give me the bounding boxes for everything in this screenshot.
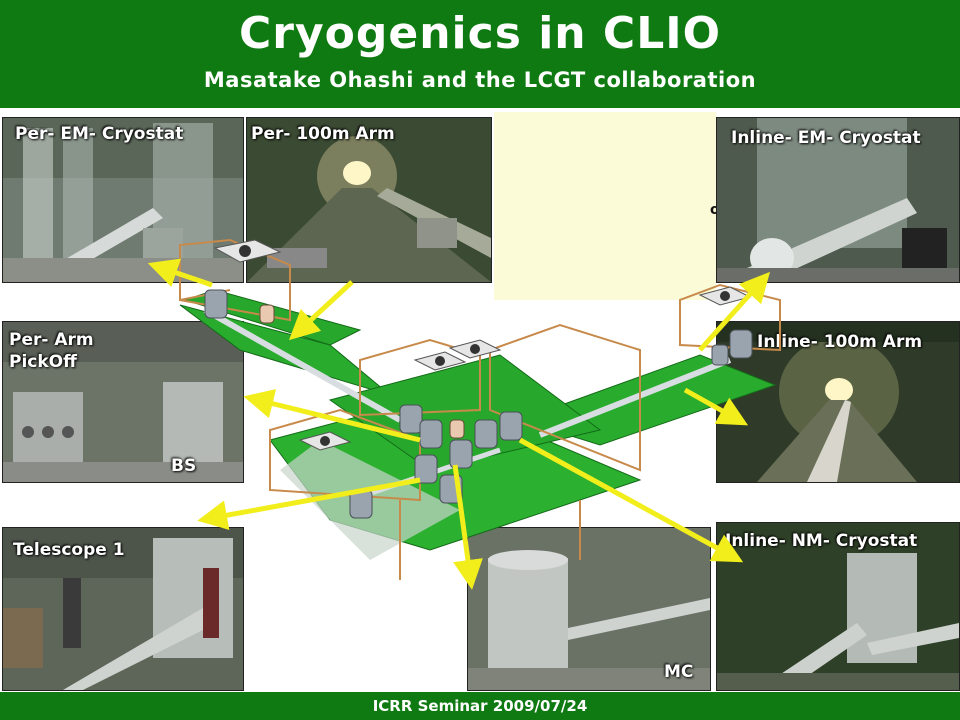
photo-telescope-1: Telescope 1 xyxy=(2,527,244,691)
label-inline-em-cryostat: Inline- EM- Cryostat xyxy=(731,128,921,148)
photo-mc: MC xyxy=(467,527,711,691)
label-telescope-1: Telescope 1 xyxy=(13,540,125,560)
footer-bar: ICRR Seminar 2009/07/24 xyxy=(0,692,960,720)
label-per-em-cryostat: Per- EM- Cryostat xyxy=(15,124,184,144)
label-inline-100m-arm: Inline- 100m Arm xyxy=(757,332,923,352)
photo-inline-nm-cryostat: Inline- NM- Cryostat xyxy=(716,522,960,691)
label-per-100m-arm: Per- 100m Arm xyxy=(251,124,395,144)
label-inline-nm-cryostat: Inline- NM- Cryostat xyxy=(725,531,918,551)
photo-inline-em-cryostat: Inline- EM- Cryostat xyxy=(716,117,960,283)
photo-per-arm-pickoff: Per- Arm PickOff BS xyxy=(2,321,244,483)
photo-per-100m-arm: Per- 100m Arm xyxy=(246,117,492,283)
arrows xyxy=(147,258,771,590)
slide-subtitle: Masatake Ohashi and the LCGT collaborati… xyxy=(203,68,757,92)
slide-title: Cryogenics in CLIO xyxy=(238,8,722,59)
label-per-arm-pickoff-1: Per- Arm xyxy=(9,330,94,350)
label-bs: BS xyxy=(171,456,197,476)
note-box xyxy=(494,112,716,300)
photo-per-em-cryostat: Per- EM- Cryostat xyxy=(2,117,244,283)
roof-vents xyxy=(213,239,752,451)
footer-text: ICRR Seminar 2009/07/24 xyxy=(372,697,588,715)
label-mc: MC xyxy=(664,662,694,682)
label-per-arm-pickoff-2: PickOff xyxy=(9,352,77,372)
title-bar: Cryogenics in CLIO Masatake Ohashi and t… xyxy=(0,0,960,108)
